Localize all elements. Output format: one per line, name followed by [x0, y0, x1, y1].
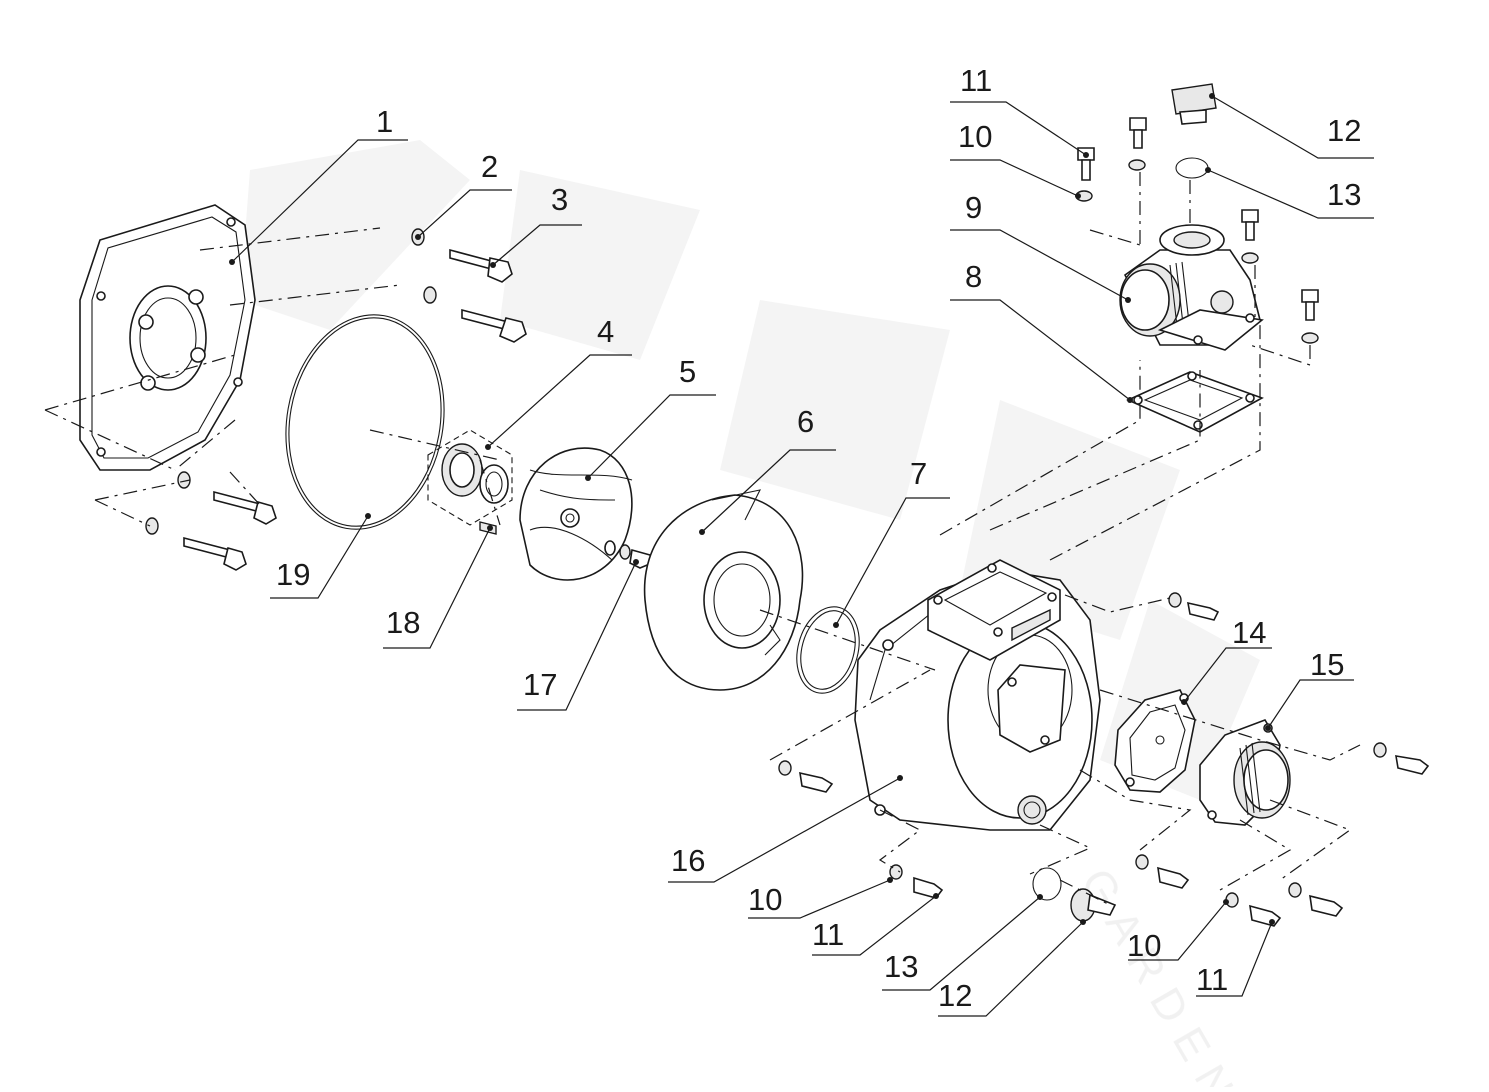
callout-12-bottom: 12: [938, 978, 972, 1013]
callout-1: 1: [376, 104, 393, 139]
callout-11-top: 11: [960, 63, 992, 98]
flange-bolts-top: [411, 228, 527, 343]
callout-11-bottom-left: 11: [812, 917, 844, 952]
callout-8: 8: [965, 259, 982, 294]
callout-7: 7: [910, 456, 927, 491]
callout-3: 3: [551, 182, 568, 217]
callout-9: 9: [965, 190, 982, 225]
priming-plug-top: [1171, 83, 1217, 125]
assembly-lines: [44, 172, 1361, 906]
callout-2: 2: [481, 149, 498, 184]
callout-19: 19: [276, 557, 310, 592]
outlet-elbow: [1119, 224, 1264, 351]
flange-bolts-bottom: [145, 471, 277, 571]
elbow-bolts: [1075, 117, 1319, 344]
impeller: [519, 447, 633, 581]
callout-17: 17: [523, 667, 557, 702]
plug-seal-top: [1175, 157, 1209, 179]
housing-bolts: [778, 592, 1430, 927]
callout-11-bottom-right: 11: [1196, 962, 1228, 997]
volute-o-ring: [796, 606, 860, 694]
callout-13-top: 13: [1327, 177, 1361, 212]
large-o-ring: [285, 314, 445, 530]
callout-15: 15: [1310, 647, 1344, 682]
callouts: 1 2 3 4 5 6 7 8 9 10: [229, 63, 1374, 1017]
callout-18: 18: [386, 605, 420, 640]
mechanical-seal: [427, 429, 513, 526]
plug-seal-bottom: [1032, 867, 1062, 901]
inlet-fitting: [1199, 719, 1291, 826]
callout-10-bottom-right: 10: [1127, 928, 1161, 963]
callout-16: 16: [671, 843, 705, 878]
callout-6: 6: [797, 404, 814, 439]
volute: [643, 489, 804, 691]
callout-5: 5: [679, 354, 696, 389]
callout-10-top: 10: [958, 119, 992, 154]
inlet-gasket: [1114, 689, 1196, 793]
callout-14: 14: [1232, 615, 1266, 650]
housing-outlet-flange: [927, 559, 1061, 661]
outlet-gasket: [1126, 371, 1264, 433]
callout-13-bottom: 13: [884, 949, 918, 984]
callout-4: 4: [597, 314, 614, 349]
back-plate: [79, 204, 256, 471]
housing-inlet-flange: [997, 664, 1066, 753]
callout-12-top: 12: [1327, 113, 1361, 148]
callout-10-bottom-left: 10: [748, 882, 782, 917]
